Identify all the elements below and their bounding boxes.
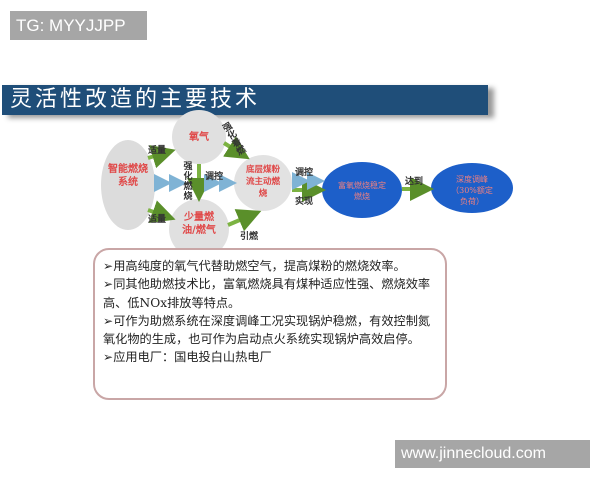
arrow-to-oxygen	[147, 145, 176, 169]
node-oil-gas-label: 少量燃油/燃气	[182, 212, 216, 236]
arrow-to-oil	[147, 200, 176, 224]
node-stable-combustion	[322, 162, 402, 218]
node-smart-system	[101, 140, 155, 230]
arrow-oxygen-coal	[222, 136, 250, 160]
node-oil-gas	[169, 199, 229, 259]
bullet-item: ➢可作为助燃系统在深度调峰工况实现锅炉稳燃，有效控制氮氧化物的生成，也可作为启动…	[103, 313, 431, 347]
node-oxygen	[172, 110, 226, 164]
bullet-item: ➢应用电厂：国电投白山热电厂	[103, 350, 272, 365]
edge-label-reach: 达到	[405, 177, 424, 187]
node-stable-combustion-label: 富氧燃烧稳定燃烧	[338, 181, 386, 201]
edge-label-realize: 实现	[295, 197, 314, 207]
watermark-bottom-right: www.jinnecloud.com	[395, 440, 590, 468]
bullet-item: ➢用高纯度的氧气代替助燃空气，提高煤粉的燃烧效率。	[103, 259, 406, 273]
edge-label-appropriate-bottom: 适量	[148, 215, 167, 225]
watermark-top-left: TG: MYYJJPP	[10, 11, 147, 40]
node-bottom-coal-label: 底层煤粉流主动燃烧	[245, 165, 280, 199]
node-oxygen-label: 氧气	[189, 132, 209, 143]
edge-label-enhance-combustion: 强化燃烧	[183, 162, 193, 202]
edge-label-regulate-2: 调控	[295, 168, 314, 178]
node-deep-peak	[431, 163, 513, 213]
edge-label-appropriate-top: 适量	[148, 146, 167, 156]
bullet-item: ➢同其他助燃技术比，富氧燃烧具有煤种适应性强、燃烧效率高、低NOx排放等特点。	[103, 277, 431, 310]
node-bottom-coal	[234, 155, 292, 211]
arrow-oil-coal	[227, 209, 262, 232]
info-box: ➢用高纯度的氧气代替助燃空气，提高煤粉的燃烧效率。 ➢同其他助燃技术比，富氧燃烧…	[93, 248, 447, 400]
node-deep-peak-label: 深度调峰（30%额定负荷）	[451, 175, 493, 206]
node-smart-system-label: 智能燃烧系统	[108, 164, 148, 188]
edge-label-regulate-1: 调控	[205, 172, 224, 182]
edge-label-ignite: 引燃	[240, 232, 259, 242]
slide-title: 灵活性改造的主要技术	[2, 85, 488, 115]
